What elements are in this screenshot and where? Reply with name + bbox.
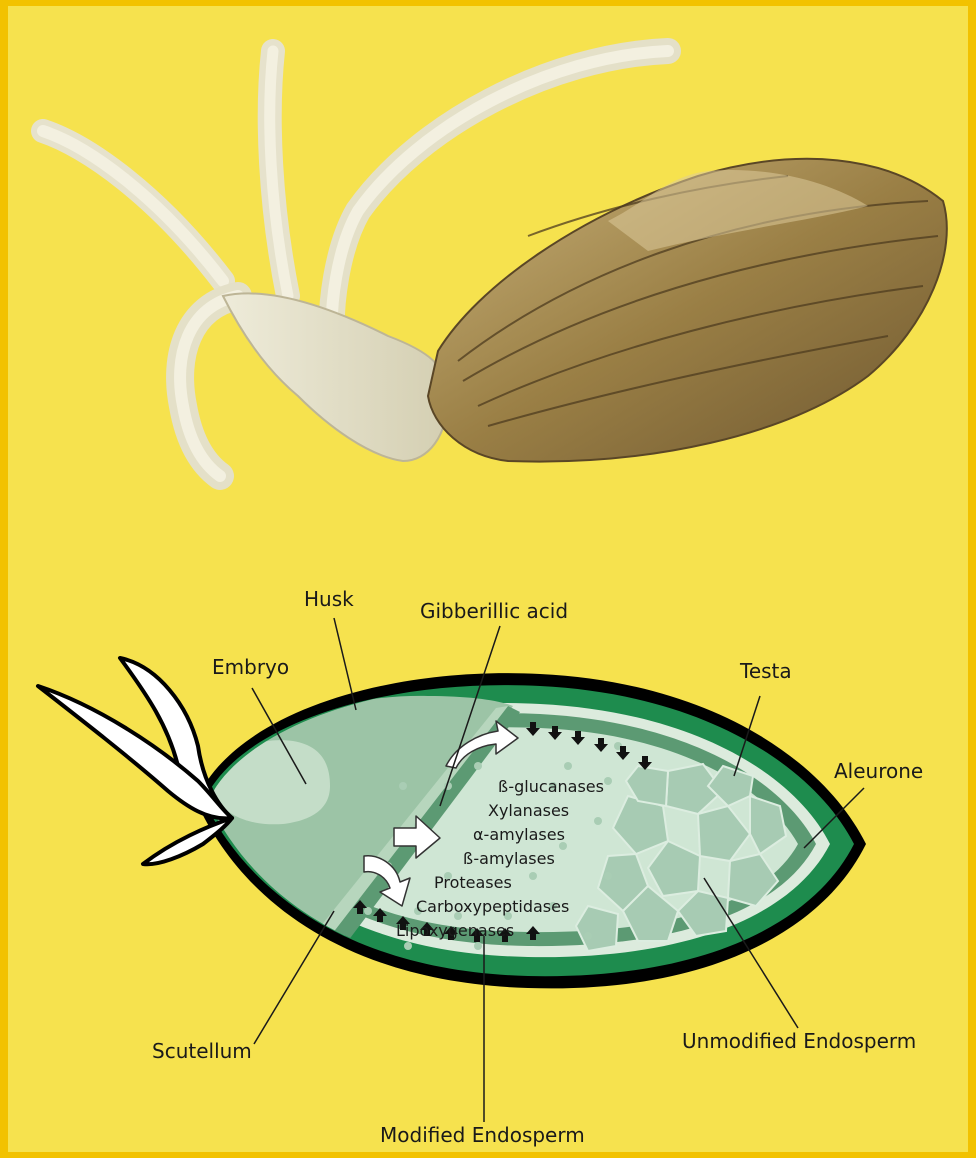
label-unmodified-endosperm: Unmodified Endosperm — [682, 1029, 916, 1053]
enzyme-item: Xylanases — [488, 801, 569, 820]
embryo — [213, 740, 330, 824]
label-testa: Testa — [739, 659, 792, 683]
enzyme-item: Lipoxygenases — [396, 921, 514, 940]
label-embryo: Embryo — [212, 655, 289, 679]
enzyme-item: ß-amylases — [463, 849, 555, 868]
enzyme-item: α-amylases — [473, 825, 565, 844]
grain-diagram: Husk Gibberillic acid Embryo Testa Aleur… — [38, 587, 923, 1147]
enzyme-item: ß-glucanases — [498, 777, 604, 796]
label-scutellum: Scutellum — [152, 1039, 252, 1063]
label-modified-endosperm: Modified Endosperm — [380, 1123, 585, 1147]
coleoptile-leaves — [38, 658, 232, 864]
label-gibberellic-acid: Gibberillic acid — [420, 599, 568, 623]
germ-crown — [223, 293, 448, 461]
germinating-barley-photo — [43, 51, 947, 476]
enzyme-item: Proteases — [434, 873, 512, 892]
enzyme-item: Carboxypeptidases — [416, 897, 569, 916]
figure-svg: Husk Gibberillic acid Embryo Testa Aleur… — [8, 6, 968, 1152]
label-husk: Husk — [304, 587, 354, 611]
label-aleurone: Aleurone — [834, 759, 923, 783]
